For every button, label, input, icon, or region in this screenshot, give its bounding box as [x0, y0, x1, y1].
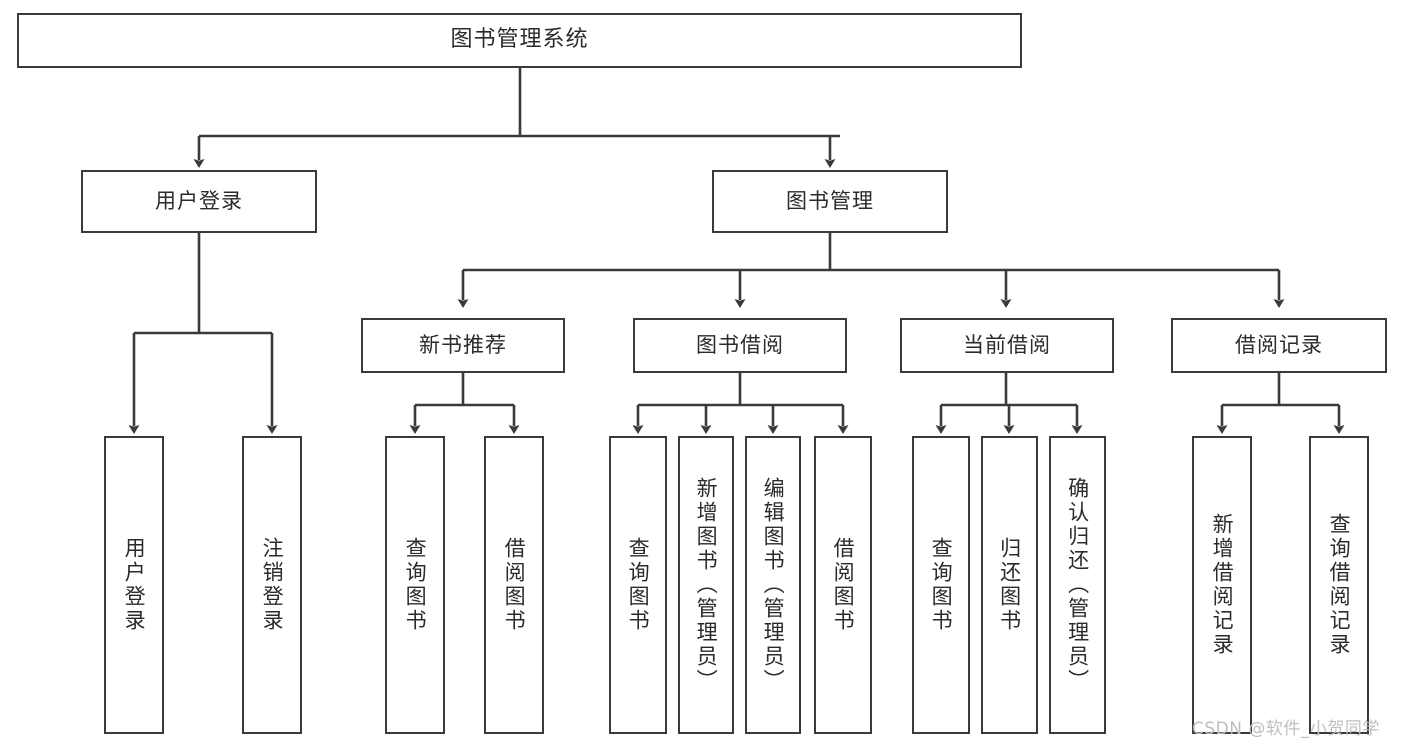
node-borrow-record[interactable]: 借阅记录 [1171, 318, 1387, 373]
node-leaf-add-book-label: 新增图书（管理员） [694, 477, 719, 693]
node-root-label: 图书管理系统 [450, 27, 589, 53]
node-leaf-borrow-book-1-label: 借阅图书 [502, 537, 527, 633]
node-leaf-borrow-book-2-label: 借阅图书 [831, 537, 856, 633]
node-new-book-recommendation-label: 新书推荐 [419, 332, 507, 357]
node-leaf-user-login-label: 用户登录 [122, 537, 147, 633]
node-current-borrow[interactable]: 当前借阅 [900, 318, 1114, 373]
node-leaf-borrow-book-1[interactable]: 借阅图书 [484, 436, 544, 734]
node-leaf-edit-book[interactable]: 编辑图书（管理员） [745, 436, 801, 734]
node-leaf-add-record-label: 新增借阅记录 [1210, 513, 1235, 657]
node-new-book-recommendation[interactable]: 新书推荐 [361, 318, 565, 373]
node-leaf-query-book-3[interactable]: 查询图书 [912, 436, 970, 734]
node-book-borrow-label: 图书借阅 [696, 332, 784, 357]
node-leaf-add-record[interactable]: 新增借阅记录 [1192, 436, 1252, 734]
node-leaf-confirm-return[interactable]: 确认归还（管理员） [1049, 436, 1106, 734]
node-book-manage-label: 图书管理 [786, 188, 874, 213]
node-current-borrow-label: 当前借阅 [963, 332, 1051, 357]
node-leaf-query-book-2-label: 查询图书 [626, 537, 651, 633]
node-leaf-query-book-3-label: 查询图书 [929, 537, 954, 633]
watermark: CSDN @软件_小贺同学 [1192, 719, 1380, 739]
node-user-login[interactable]: 用户登录 [81, 170, 317, 233]
node-root[interactable]: 图书管理系统 [17, 13, 1022, 68]
node-leaf-return-book-label: 归还图书 [997, 537, 1022, 633]
node-book-borrow[interactable]: 图书借阅 [633, 318, 847, 373]
node-borrow-record-label: 借阅记录 [1235, 332, 1323, 357]
node-leaf-logout[interactable]: 注销登录 [242, 436, 302, 734]
node-leaf-query-record-label: 查询借阅记录 [1327, 513, 1352, 657]
node-leaf-edit-book-label: 编辑图书（管理员） [761, 477, 786, 693]
node-leaf-add-book[interactable]: 新增图书（管理员） [678, 436, 734, 734]
node-leaf-query-book-2[interactable]: 查询图书 [609, 436, 667, 734]
node-leaf-query-book-1-label: 查询图书 [403, 537, 428, 633]
node-leaf-confirm-return-label: 确认归还（管理员） [1065, 477, 1090, 693]
node-leaf-logout-label: 注销登录 [260, 537, 285, 633]
node-leaf-user-login[interactable]: 用户登录 [104, 436, 164, 734]
node-leaf-query-record[interactable]: 查询借阅记录 [1309, 436, 1369, 734]
node-book-manage[interactable]: 图书管理 [712, 170, 948, 233]
node-leaf-query-book-1[interactable]: 查询图书 [385, 436, 445, 734]
node-leaf-borrow-book-2[interactable]: 借阅图书 [814, 436, 872, 734]
node-user-login-label: 用户登录 [155, 188, 243, 213]
node-leaf-return-book[interactable]: 归还图书 [981, 436, 1038, 734]
